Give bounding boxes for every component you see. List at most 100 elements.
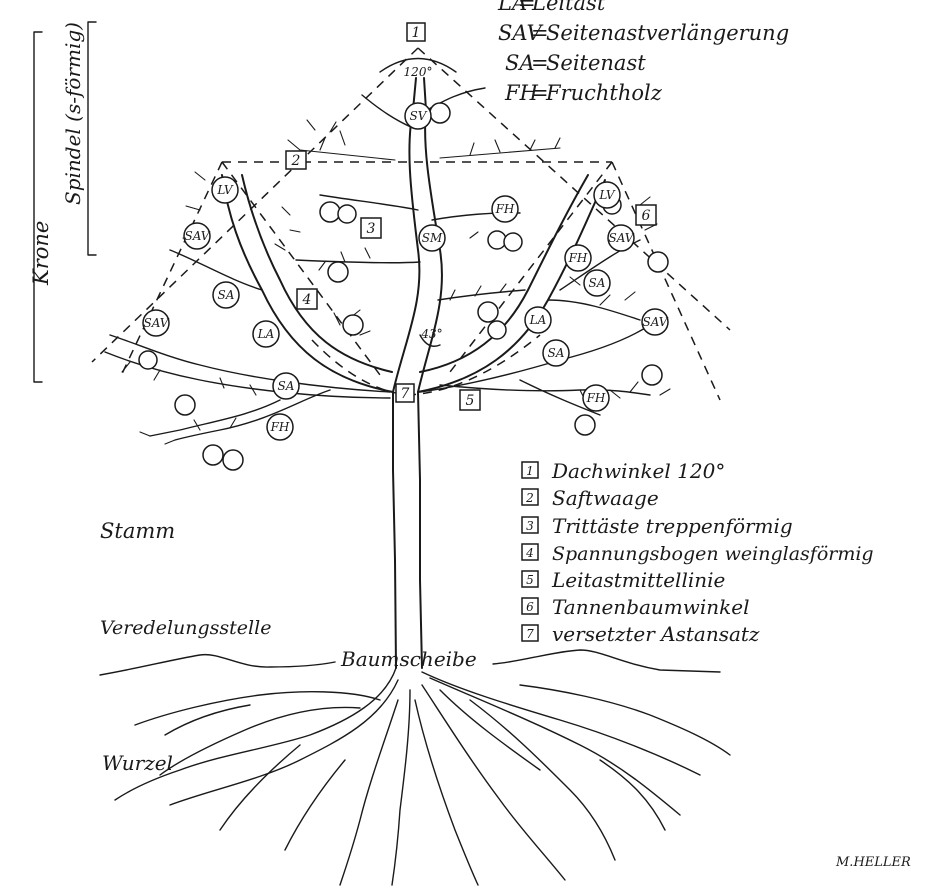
- apple: [478, 302, 498, 322]
- legend-text-1: Dachwinkel 120°: [551, 459, 725, 483]
- node-label-sav-right-1: SAV: [609, 231, 635, 245]
- node-label-fh-center: FH: [495, 202, 515, 216]
- box-5: 5: [460, 390, 480, 410]
- node-sav-right-2: SAV: [642, 309, 669, 335]
- node-sav-right-1: SAV: [608, 225, 635, 251]
- apple: [575, 415, 595, 435]
- node-label-sav-right-2: SAV: [643, 315, 669, 329]
- legend-item-7: 7 versetzter Astansatz: [522, 622, 760, 646]
- numbered-legend: 1 Dachwinkel 120° 2 Saftwaage 3 Trittäst…: [522, 459, 874, 646]
- abbr-eq-2: =: [531, 51, 549, 75]
- node-fh-right-1: FH: [565, 245, 591, 271]
- box-4: 4: [297, 289, 317, 309]
- legend-text-7: versetzter Astansatz: [552, 622, 760, 646]
- apple: [648, 252, 668, 272]
- node-label-sav-left-1: SAV: [185, 229, 211, 243]
- apple: [504, 233, 522, 251]
- node-label-la-left: LA: [257, 327, 275, 341]
- legend-item-2: 2 Saftwaage: [522, 486, 659, 510]
- box-1-num: 1: [412, 25, 421, 41]
- apple: [338, 205, 356, 223]
- node-label-sav-left-2: SAV: [144, 316, 170, 330]
- apple: [343, 315, 363, 335]
- roots: [115, 668, 730, 885]
- ground: Baumscheibe: [100, 647, 720, 675]
- apple: [223, 450, 243, 470]
- legend-num-2: 2: [525, 491, 534, 505]
- legend-item-6: 6 Tannenbaumwinkel: [522, 595, 750, 619]
- box-1: 1: [407, 23, 425, 41]
- abbr-text-sa: Seitenast: [546, 51, 646, 75]
- abbr-eq-1: =: [531, 21, 549, 45]
- node-sm: SM: [419, 225, 445, 251]
- box-2-num: 2: [291, 153, 301, 169]
- legend-item-1: 1 Dachwinkel 120°: [522, 459, 725, 483]
- node-la-right: LA: [525, 307, 551, 333]
- legend-text-3: Trittäste treppenförmig: [552, 514, 793, 538]
- box-5-num: 5: [466, 393, 475, 409]
- node-lv-left: LV: [212, 177, 238, 203]
- label-stamm: Stamm: [100, 519, 175, 543]
- apple: [175, 395, 195, 415]
- node-label-fh-left: FH: [270, 420, 290, 434]
- abbr-eq-3: =: [531, 81, 549, 105]
- node-label-sv: SV: [410, 109, 428, 123]
- apple: [328, 262, 348, 282]
- node-label-sm: SM: [422, 231, 443, 245]
- node-label-sa-left-2: SA: [278, 379, 295, 393]
- spindle-bracket: Spindel (s-förmig): [61, 22, 96, 255]
- box-7-num: 7: [401, 386, 410, 402]
- legend-text-4: Spannungsbogen weinglasförmig: [552, 543, 874, 565]
- signature: M.HELLER: [835, 855, 911, 870]
- node-lv-right: LV: [594, 182, 620, 208]
- legend-num-4: 4: [525, 546, 534, 560]
- node-label-sa-left-1: SA: [218, 288, 235, 302]
- legend-text-5: Leitastmittellinie: [551, 568, 725, 592]
- abbreviation-key: LA Leitast SAV Seitenastverlängerung SA …: [497, 0, 789, 105]
- crown-bracket: Krone: [29, 32, 53, 382]
- legend-text-6: Tannenbaumwinkel: [552, 595, 750, 619]
- apple: [488, 231, 506, 249]
- apple: [203, 445, 223, 465]
- abbr-text-fh: Fruchtholz: [545, 81, 663, 105]
- apple: [488, 321, 506, 339]
- box-2: 2: [286, 151, 306, 169]
- node-label-sa-right-2: SA: [548, 346, 565, 360]
- node-label-fh-right-1: FH: [568, 251, 588, 265]
- legend-item-4: 4 Spannungsbogen weinglasförmig: [522, 543, 874, 565]
- node-label-fh-right-2: FH: [586, 391, 606, 405]
- label-wurzel: Wurzel: [102, 751, 173, 775]
- node-sav-left-1: SAV: [184, 223, 211, 249]
- node-label-lv-left: LV: [216, 183, 234, 197]
- box-6: 6: [636, 205, 656, 225]
- apple: [642, 365, 662, 385]
- node-label-sa-right-1: SA: [589, 276, 606, 290]
- node-fh-left: FH: [267, 414, 293, 440]
- apple: [320, 202, 340, 222]
- left-leader-branch: [222, 175, 393, 392]
- legend-num-5: 5: [526, 573, 534, 587]
- angle-fork-label: 43°: [420, 327, 442, 341]
- legend-item-3: 3 Trittäste treppenförmig: [522, 514, 793, 538]
- node-sa-right-2: SA: [543, 340, 569, 366]
- abbr-text-sav: Seitenastverlängerung: [546, 21, 789, 45]
- box-7: 7: [396, 384, 414, 402]
- node-fh-center: FH: [492, 196, 518, 222]
- node-sav-left-2: SAV: [143, 310, 170, 336]
- abbr-text-la: Leitast: [531, 0, 606, 15]
- trunk: [393, 392, 422, 668]
- abbr-eq-0: =: [518, 0, 536, 15]
- node-fh-right-2: FH: [583, 385, 609, 411]
- angle-roof-label: 120°: [404, 65, 433, 79]
- node-sv: SV: [405, 103, 431, 129]
- legend-num-3: 3: [526, 519, 534, 533]
- box-3: 3: [361, 218, 381, 238]
- node-label-la-right: LA: [529, 313, 547, 327]
- box-4-num: 4: [302, 292, 312, 308]
- node-label-lv-right: LV: [598, 188, 616, 202]
- node-sa-right-1: SA: [584, 270, 610, 296]
- legend-num-7: 7: [526, 627, 534, 641]
- node-la-left: LA: [253, 321, 279, 347]
- label-spindel: Spindel (s-förmig): [61, 22, 85, 205]
